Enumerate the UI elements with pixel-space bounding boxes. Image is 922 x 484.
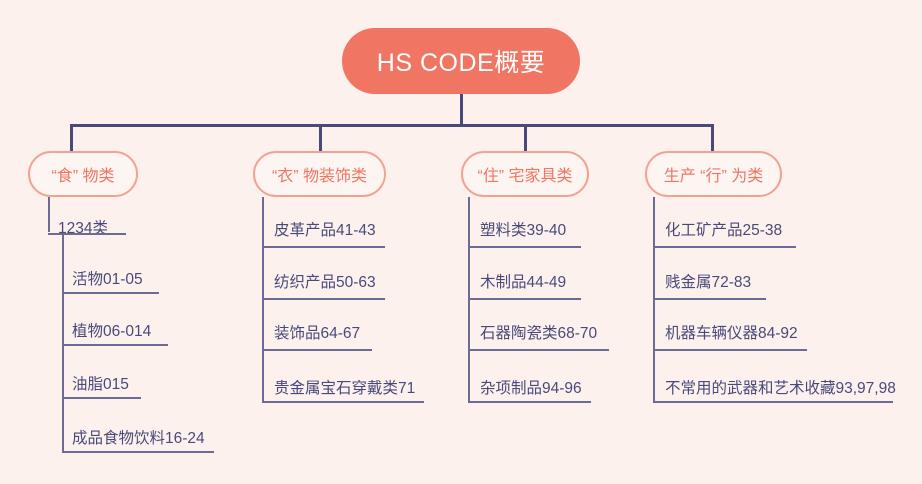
leaf-label-2-4[interactable]: 贵金属宝石穿戴类71 (274, 380, 416, 397)
connector-group-1-underline (48, 233, 126, 235)
connector-branch-drop-3 (524, 124, 527, 151)
branch-node-4[interactable]: 生产 “行” 为类 (645, 151, 782, 197)
branch-node-4-label: 生产 “行” 为类 (663, 168, 764, 185)
connector-leaf-1-3-underline (62, 397, 141, 399)
connector-branch-drop-2 (319, 124, 322, 151)
leaf-label-2-2[interactable]: 纺织产品50-63 (274, 274, 376, 291)
connector-leaf-2-1-underline (262, 246, 385, 248)
branch-node-2[interactable]: “衣” 物装饰类 (253, 151, 386, 197)
connector-leaf-2-3-underline (262, 349, 372, 351)
connector-leaf-2-2-underline (262, 298, 385, 300)
connector-leaf-1-4-underline (62, 451, 214, 453)
branch-node-1[interactable]: “食” 物类 (28, 151, 138, 197)
leaf-label-4-1[interactable]: 化工矿产品25-38 (665, 222, 783, 239)
connector-root-bus (70, 124, 713, 127)
connector-leaf-3-1-underline (468, 246, 581, 248)
connector-leaf-3-3-underline (468, 349, 609, 351)
leaf-label-3-4[interactable]: 杂项制品94-96 (480, 380, 582, 397)
leaf-label-4-4[interactable]: 不常用的武器和艺术收藏93,97,98 (665, 380, 896, 397)
connector-leaf-1-1-underline (62, 292, 159, 294)
connector-root-stem (460, 94, 463, 126)
connector-leaf-4-1-underline (653, 246, 796, 248)
leaf-label-2-1[interactable]: 皮革产品41-43 (274, 222, 376, 239)
connector-branch-drop-1 (70, 124, 73, 151)
group-label-1[interactable]: 1234类 (58, 220, 108, 237)
leaf-label-1-3[interactable]: 油脂015 (72, 376, 129, 393)
connector-branch-drop-4 (711, 124, 714, 151)
leaf-label-1-4[interactable]: 成品食物饮料16-24 (72, 430, 205, 447)
root-node[interactable]: HS CODE概要 (342, 28, 580, 94)
connector-leaf-3-2-underline (468, 298, 581, 300)
connector-leaf-4-4-underline (653, 401, 893, 403)
branch-node-2-label: “衣” 物装饰类 (271, 168, 368, 185)
connector-leaf-1-2-underline (62, 344, 168, 346)
connector-leaf-2-4-underline (262, 401, 424, 403)
connector-group-1-spine (62, 233, 64, 451)
leaf-label-3-1[interactable]: 塑料类39-40 (480, 222, 567, 239)
leaf-label-3-2[interactable]: 木制品44-49 (480, 274, 567, 291)
branch-node-3-label: “住” 宅家具类 (477, 168, 573, 185)
leaf-label-4-2[interactable]: 贱金属72-83 (665, 274, 752, 291)
connector-leaf-4-3-underline (653, 349, 807, 351)
connector-leaf-3-4-underline (468, 401, 591, 403)
leaf-label-1-2[interactable]: 植物06-014 (72, 323, 152, 340)
branch-node-1-label: “食” 物类 (51, 168, 115, 185)
leaf-label-3-3[interactable]: 石器陶瓷类68-70 (480, 325, 598, 342)
leaf-label-4-3[interactable]: 机器车辆仪器84-92 (665, 325, 798, 342)
connector-leaf-4-2-underline (653, 298, 766, 300)
leaf-label-2-3[interactable]: 装饰品64-67 (274, 325, 361, 342)
connector-branch-1-stem (48, 197, 50, 232)
branch-node-3[interactable]: “住” 宅家具类 (461, 151, 589, 197)
leaf-label-1-1[interactable]: 活物01-05 (72, 271, 143, 288)
